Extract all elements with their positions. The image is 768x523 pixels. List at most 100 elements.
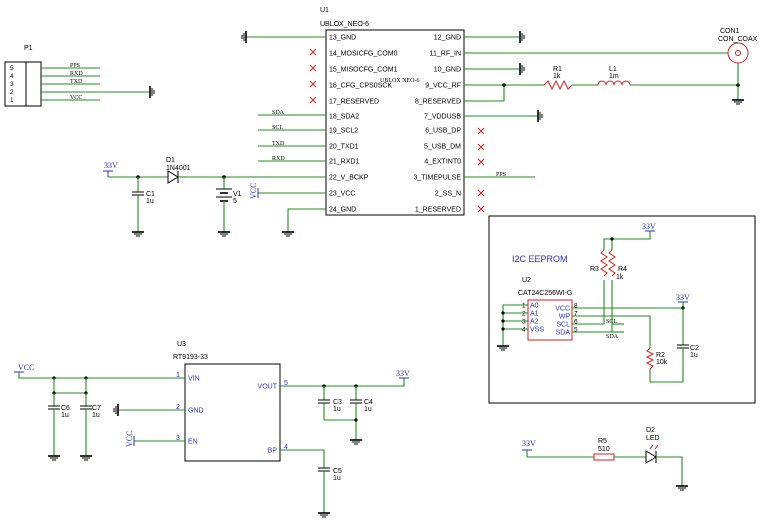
u1-right-pin-label: 9_VCC_RF bbox=[425, 83, 461, 90]
u2-left-pin-label: A1 bbox=[530, 311, 539, 318]
d1-value: 1N4001 bbox=[166, 165, 191, 172]
u3-left-pin-label: EN bbox=[188, 439, 198, 446]
r1-ref: R1 bbox=[553, 66, 562, 73]
power-33v-d1: 33V bbox=[103, 161, 118, 177]
con1-ref: CON1 bbox=[720, 28, 740, 35]
r2-ref: R2 bbox=[656, 352, 665, 359]
u3-left-pin-label: GND bbox=[188, 408, 204, 415]
u2-value: CAT24C256WI-G bbox=[518, 290, 572, 297]
ground-symbol bbox=[241, 31, 247, 43]
u1-right-pin-label: 8_RESERVED bbox=[415, 99, 461, 106]
c6-value: 1u bbox=[61, 412, 69, 419]
p1-pin-3: 3 bbox=[10, 81, 14, 88]
r2-value: 10k bbox=[656, 359, 668, 366]
net-scl-eeprom: SCL bbox=[606, 319, 617, 325]
ground-symbol bbox=[318, 512, 330, 518]
c7-value: 1u bbox=[92, 412, 100, 419]
u1-left-pin-label: 19_SCL2 bbox=[329, 128, 358, 135]
c5-value: 1u bbox=[333, 475, 341, 482]
net-sda-eeprom: SDA bbox=[606, 334, 619, 340]
led-33v-label: 33V bbox=[522, 439, 536, 448]
d2-ref: D2 bbox=[646, 427, 655, 434]
c7-ref: C7 bbox=[92, 405, 101, 412]
ground-symbol bbox=[48, 455, 60, 461]
coax-connector-con1[interactable]: CON1 CON_COAX bbox=[718, 28, 758, 85]
ground-symbol bbox=[282, 231, 294, 237]
u2-right-pin-label: SDA bbox=[556, 330, 571, 337]
resistor-r1[interactable]: R1 1k bbox=[543, 66, 573, 91]
u1-left-pin-label: 14_MOSICFG_COM0 bbox=[329, 51, 398, 58]
u1-right-pin-label: 10_GND bbox=[434, 67, 461, 74]
u3-right-pin-label: VOUT bbox=[258, 384, 278, 391]
u3-ref: U3 bbox=[177, 341, 186, 348]
u2-right-pin-label: WP bbox=[559, 314, 571, 321]
net-pps-u1: PPS bbox=[496, 172, 506, 178]
gps-module-u1[interactable]: U1 UBLOX_NEO-6 UBLOX NEO-6 13_GND 14_MOSI… bbox=[185, 7, 728, 237]
u3-left-pin-number: 1 bbox=[176, 372, 180, 379]
u3-en-vcc-label: VCC bbox=[125, 431, 134, 447]
ground-symbol bbox=[132, 231, 144, 237]
u1-right-pin-label: 7_VDDUSB bbox=[424, 114, 461, 121]
u1-left-pin-label: 20_TXD1 bbox=[329, 144, 359, 151]
u3-right-pin-label: BP bbox=[268, 448, 278, 455]
p1-pin-1: 1 bbox=[10, 97, 14, 104]
u2-left-pin-label: A2 bbox=[530, 319, 539, 326]
u1-value: UBLOX_NEO-6 bbox=[320, 21, 369, 28]
u3-body bbox=[184, 363, 281, 462]
p1-pin-2: 2 bbox=[10, 89, 14, 96]
ground-symbol bbox=[676, 485, 688, 491]
connector-p1[interactable]: P1 5 4 3 2 1 PPS RXD TXD VCC bbox=[4, 45, 155, 107]
r5-ref: R5 bbox=[598, 438, 607, 445]
u3-right-pin-number: 5 bbox=[284, 380, 288, 387]
r3-ref: R3 bbox=[590, 266, 599, 273]
battery-v1[interactable]: V1 5 bbox=[216, 177, 242, 232]
u2-left-pin-number: 3 bbox=[522, 319, 526, 326]
ground-symbol bbox=[519, 31, 525, 43]
diode-d1[interactable]: D1 1N4001 bbox=[166, 157, 191, 184]
d2-value: LED bbox=[646, 435, 660, 442]
v1-value: 5 bbox=[233, 198, 237, 205]
ground-symbol bbox=[350, 439, 362, 445]
u2-ref: U2 bbox=[522, 277, 531, 284]
inductor-l1[interactable]: L1 1m bbox=[597, 66, 631, 86]
c3-value: 1u bbox=[333, 406, 341, 413]
c5-ref: C5 bbox=[333, 468, 342, 475]
u2-right-pin-number: 5 bbox=[574, 327, 578, 334]
p1-pin-4: 4 bbox=[10, 73, 14, 80]
p1-net-pps: PPS bbox=[70, 63, 80, 69]
u1-left-pin-label: 13_GND bbox=[329, 35, 356, 42]
led-indicator[interactable]: 33V R5 510 D2 LED bbox=[522, 427, 688, 491]
net-rxd-u1: RXD bbox=[272, 156, 285, 162]
net-txd-u1: TXD bbox=[272, 141, 285, 147]
u2-right-pin-number: 7 bbox=[574, 311, 578, 318]
u2-right-pin-number: 6 bbox=[574, 319, 578, 326]
con1-value: CON_COAX bbox=[718, 36, 758, 43]
ground-symbol bbox=[732, 99, 744, 105]
u1-left-pin-label: 15_MISOCFG_COM1 bbox=[329, 67, 398, 74]
eeprom-33v-label: 33V bbox=[642, 222, 656, 231]
ground-symbol bbox=[519, 63, 525, 75]
ground-symbol bbox=[113, 404, 119, 416]
u3-33v-label: 33V bbox=[396, 369, 410, 378]
r5-body bbox=[593, 453, 615, 461]
r4-ref: R4 bbox=[618, 266, 627, 273]
u2-left-pin-label: A0 bbox=[530, 303, 539, 310]
no-connect-marks-right bbox=[477, 127, 485, 213]
u1-right-pin-labels: 12_GND11_RF_IN10_GND9_VCC_RF8_RESERVED7_… bbox=[414, 35, 462, 214]
u1-ref: U1 bbox=[320, 7, 329, 14]
ground-symbol bbox=[497, 345, 509, 351]
eeprom-section[interactable]: I2C EEPROM U2 CAT24C256WI-G A01A12A23VSS… bbox=[488, 215, 756, 404]
u1-inner-label: UBLOX NEO-6 bbox=[380, 78, 420, 84]
eeprom-33v-right-label: 33V bbox=[676, 293, 690, 302]
l1-ref: L1 bbox=[609, 66, 617, 73]
u3-left-pin-label: VIN bbox=[188, 376, 200, 383]
u1-right-pin-label: 6_USB_DP bbox=[425, 128, 461, 135]
u1-left-pin-label: 24_GND bbox=[329, 207, 356, 214]
c4-ref: C4 bbox=[364, 399, 373, 406]
u3-value: RT9193-33 bbox=[173, 354, 208, 361]
l1-value: 1m bbox=[609, 73, 619, 80]
capacitor-c1[interactable]: C1 1u bbox=[132, 177, 155, 232]
u1-right-pin-label: 12_GND bbox=[434, 35, 461, 42]
u2-right-pin-label: SCL bbox=[556, 322, 570, 329]
